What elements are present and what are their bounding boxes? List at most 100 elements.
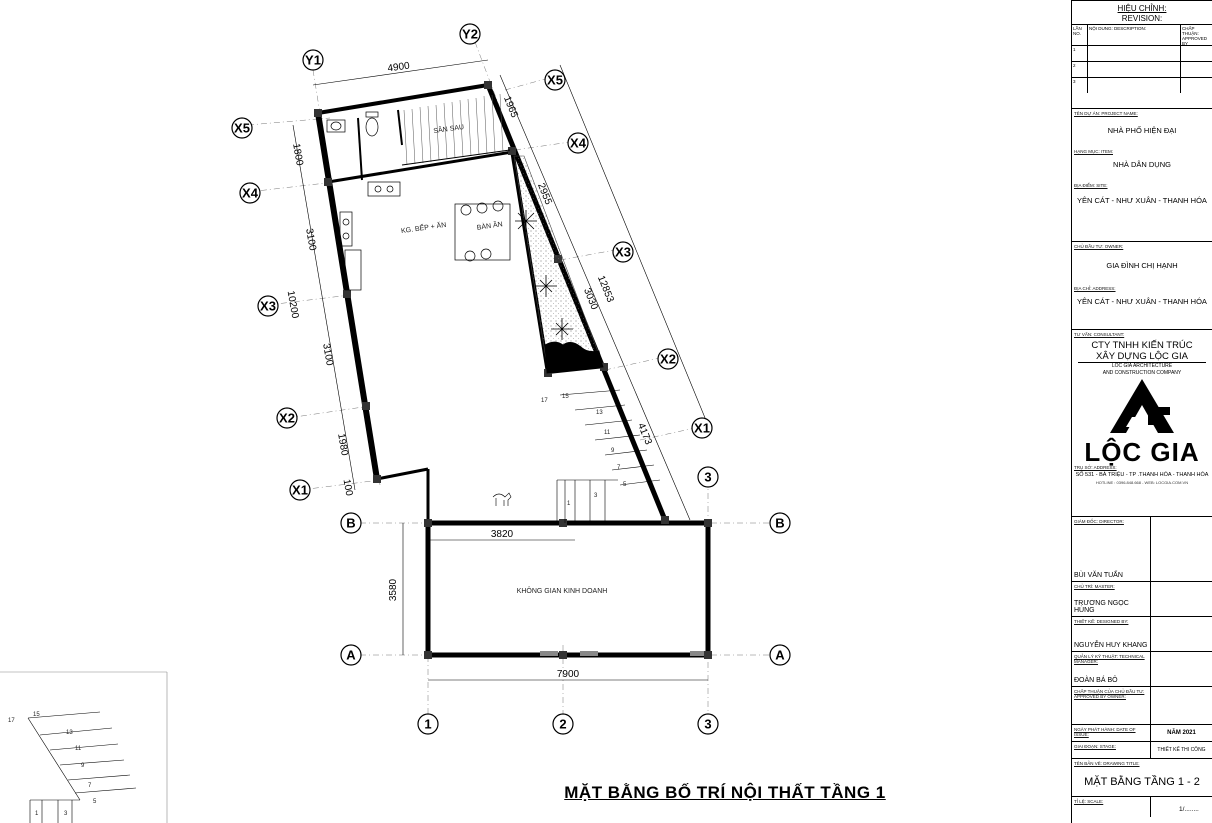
owner-approval-row: CHẤP THUẬN CỦA CHỦ ĐẦU TƯ: APPROVED BY O… [1072,687,1212,725]
project-section: TÊN DỰ ÁN: PROJECT NAME: NHÀ PHỐ HIỆN ĐẠ… [1072,109,1212,242]
axis-x2-left-label: X2 [279,411,295,426]
rev-row-appr [1181,62,1212,77]
manager-signature [1151,652,1212,686]
axis-x4-right-label: X4 [570,136,587,151]
dim-width-7900: 7900 [557,669,580,680]
item-name: NHÀ DÂN DỤNG [1113,160,1171,169]
owner-approval-signature [1151,687,1212,724]
stage-row: GIAI ĐOẠN: STAGE: THIẾT KẾ THI CÔNG [1072,742,1212,759]
axis-a-left-label: A [346,648,356,663]
issue-date-cell: NGÀY PHÁT HÀNH: DATE OF ISSUE: [1072,725,1151,741]
rev-col-no: LẦN NO. [1072,25,1088,45]
axis-b-right-label: B [775,516,784,531]
axis-2-label: 2 [559,717,566,732]
axis-bubbles [231,23,791,735]
inset-stair-number: 1 [35,811,39,817]
inset-stair-number: 9 [81,763,85,769]
backyard-hatch [401,93,511,166]
dim-top-width: 4900 [387,60,411,74]
company-logo: LỘC GIA [1072,377,1212,465]
stair-number: 11 [604,430,611,436]
revision-title-en: REVISION: [1121,14,1163,23]
dimension-lines [292,59,711,681]
inset-stair-number: 15 [33,712,40,718]
stage-label: GIAI ĐOẠN: STAGE: [1074,744,1116,749]
owner-name: GIA ĐÌNH CHỊ HẠNH [1106,261,1178,270]
drawing-title-section: TÊN BẢN VẼ: DRAWING TITLE: MẶT BẰNG TẦNG… [1072,759,1212,797]
dim-left-1980: 1980 [335,433,350,457]
master-signature [1151,582,1212,616]
revision-header: HIỆU CHỈNH: REVISION: [1072,1,1212,24]
axis-x4-left-label: X4 [242,186,259,201]
room-label-business: KHÔNG GIAN KINH DOANH [517,586,608,595]
axis-x1-left-label: X1 [292,483,308,498]
designer-label: THIẾT KẾ: DESIGNED BY: [1074,619,1129,624]
director-name: BÙI VĂN TUẤN [1074,572,1123,579]
walls [315,83,711,658]
axis-x3-right-label: X3 [615,245,631,260]
wc-fixtures [326,111,379,137]
revision-section: HIỆU CHỈNH: REVISION: LẦN NO. NỘI DUNG: … [1072,1,1212,109]
axis-x1-right-label: X1 [694,421,710,436]
revision-table-header: LẦN NO. NỘI DUNG: DESCRIPTION: CHẤP THUẬ… [1072,24,1212,46]
dim-height-3580: 3580 [388,578,399,601]
master-row: CHỦ TRÌ: MASTER: TRƯƠNG NGỌC HÙNG [1072,582,1212,617]
scale-value: 1/........ [1179,806,1199,813]
revision-title-vi: HIỆU CHỈNH: [1117,4,1167,13]
stairs [556,389,661,523]
drawing-title-text: MẶT BẰNG BỐ TRÍ NỘI THẤT TẦNG 1 [564,783,886,802]
inset-stair-number: 11 [75,746,82,752]
title-block: HIỆU CHỈNH: REVISION: LẦN NO. NỘI DUNG: … [1071,0,1212,823]
company-name-vi: CTY TNHH KIẾN TRÚC XÂY DỰNG LỘC GIA [1072,337,1212,363]
axis-3-top-label: 3 [704,470,711,485]
revision-row: 3 [1072,77,1212,93]
revision-row: 1 [1072,45,1212,61]
dim-left-100: 100 [341,478,355,497]
room-label-kitchen: KG. BẾP + ĂN [400,219,447,235]
inset-stair-number: 5 [93,799,97,805]
dim-left-1800: 1800 [290,143,305,167]
revision-row: 2 [1072,61,1212,77]
room-label-dining: BÀN ĂN [476,219,503,232]
stage-value: THIẾT KẾ THI CÔNG [1157,747,1206,753]
axis-1-label: 1 [424,717,431,732]
company-name-vi-line2: XÂY DỰNG LỘC GIA [1078,351,1206,363]
designer-name: NGUYỄN HUY KHANG [1074,642,1148,649]
issue-date-label: NGÀY PHÁT HÀNH: DATE OF ISSUE: [1074,727,1136,737]
inset-stair-number: 13 [66,730,73,736]
rev-col-appr: CHẤP THUẬN: APPROVED BY [1182,26,1208,46]
issue-date-row: NGÀY PHÁT HÀNH: DATE OF ISSUE: NĂM 2021 [1072,725,1212,742]
rev-col-desc: NỘI DUNG: DESCRIPTION: [1088,25,1181,45]
manager-row: QUẢN LÝ KỸ THUẬT: TECHNICAL MANAGER: ĐOÀ… [1072,652,1212,687]
designer-row: THIẾT KẾ: DESIGNED BY: NGUYỄN HUY KHANG [1072,617,1212,652]
dim-left-3100a: 3100 [303,228,318,252]
dim-right-3030: 3030 [581,287,600,312]
director-row: GIÁM ĐỐC: DIRECTOR: BÙI VĂN TUẤN [1072,517,1212,582]
director-signature [1151,517,1212,581]
company-name-en-line2: AND CONSTRUCTION COMPANY [1102,370,1182,376]
stair-inset-detail [0,671,168,823]
company-address: SỐ 531 - BÀ TRIỆU - TP .THANH HÓA - THAN… [1075,472,1209,478]
owner-address: YÊN CÁT - NHƯ XUÂN - THANH HÓA [1077,297,1207,306]
axis-x3-left-label: X3 [260,299,276,314]
sheet-title: MẶT BẰNG TẦNG 1 - 2 [1084,776,1200,788]
hq-label: TRỤ SỞ: ADDRESS: [1074,465,1117,470]
axis-b-left-label: B [346,516,355,531]
project-name: NHÀ PHỐ HIỆN ĐẠI [1107,126,1177,135]
garden-strip [513,155,604,373]
axis-x5-left-label: X5 [234,121,250,136]
master-cell: CHỦ TRÌ: MASTER: TRƯƠNG NGỌC HÙNG [1072,582,1151,616]
inset-stair-number: 3 [64,811,68,817]
stair-number: 15 [562,394,569,400]
site-name: YÊN CÁT - NHƯ XUÂN - THANH HÓA [1077,196,1207,205]
stair-number: 1 [567,501,571,507]
dog-figure [492,492,512,506]
stair-number: 5 [623,482,627,488]
drawing-title-label: TÊN BẢN VẼ: DRAWING TITLE: [1074,761,1140,766]
logo-mark-icon [1110,379,1174,433]
stair-number: 17 [541,398,548,404]
issue-date-value: NĂM 2021 [1167,730,1196,736]
owner-label: CHỦ ĐẦU TƯ: OWNER: [1074,244,1124,249]
stair-number: 7 [617,465,621,471]
